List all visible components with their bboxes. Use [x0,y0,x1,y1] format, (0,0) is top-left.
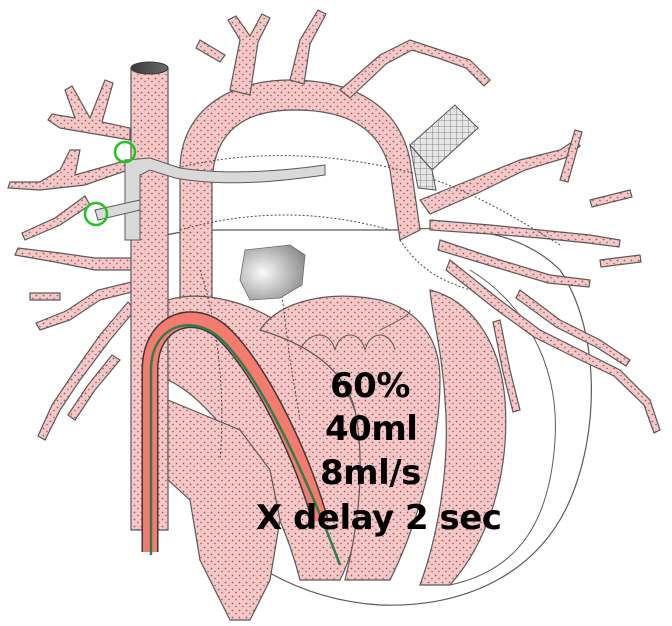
delay-label: X delay 2 sec [256,501,501,535]
concentration-label: 60% [330,369,410,403]
volume-label: 40ml [325,412,417,446]
rate-label: 8ml/s [320,456,421,490]
stent-icon [410,105,478,190]
left-pulmonary-branches [8,80,140,440]
